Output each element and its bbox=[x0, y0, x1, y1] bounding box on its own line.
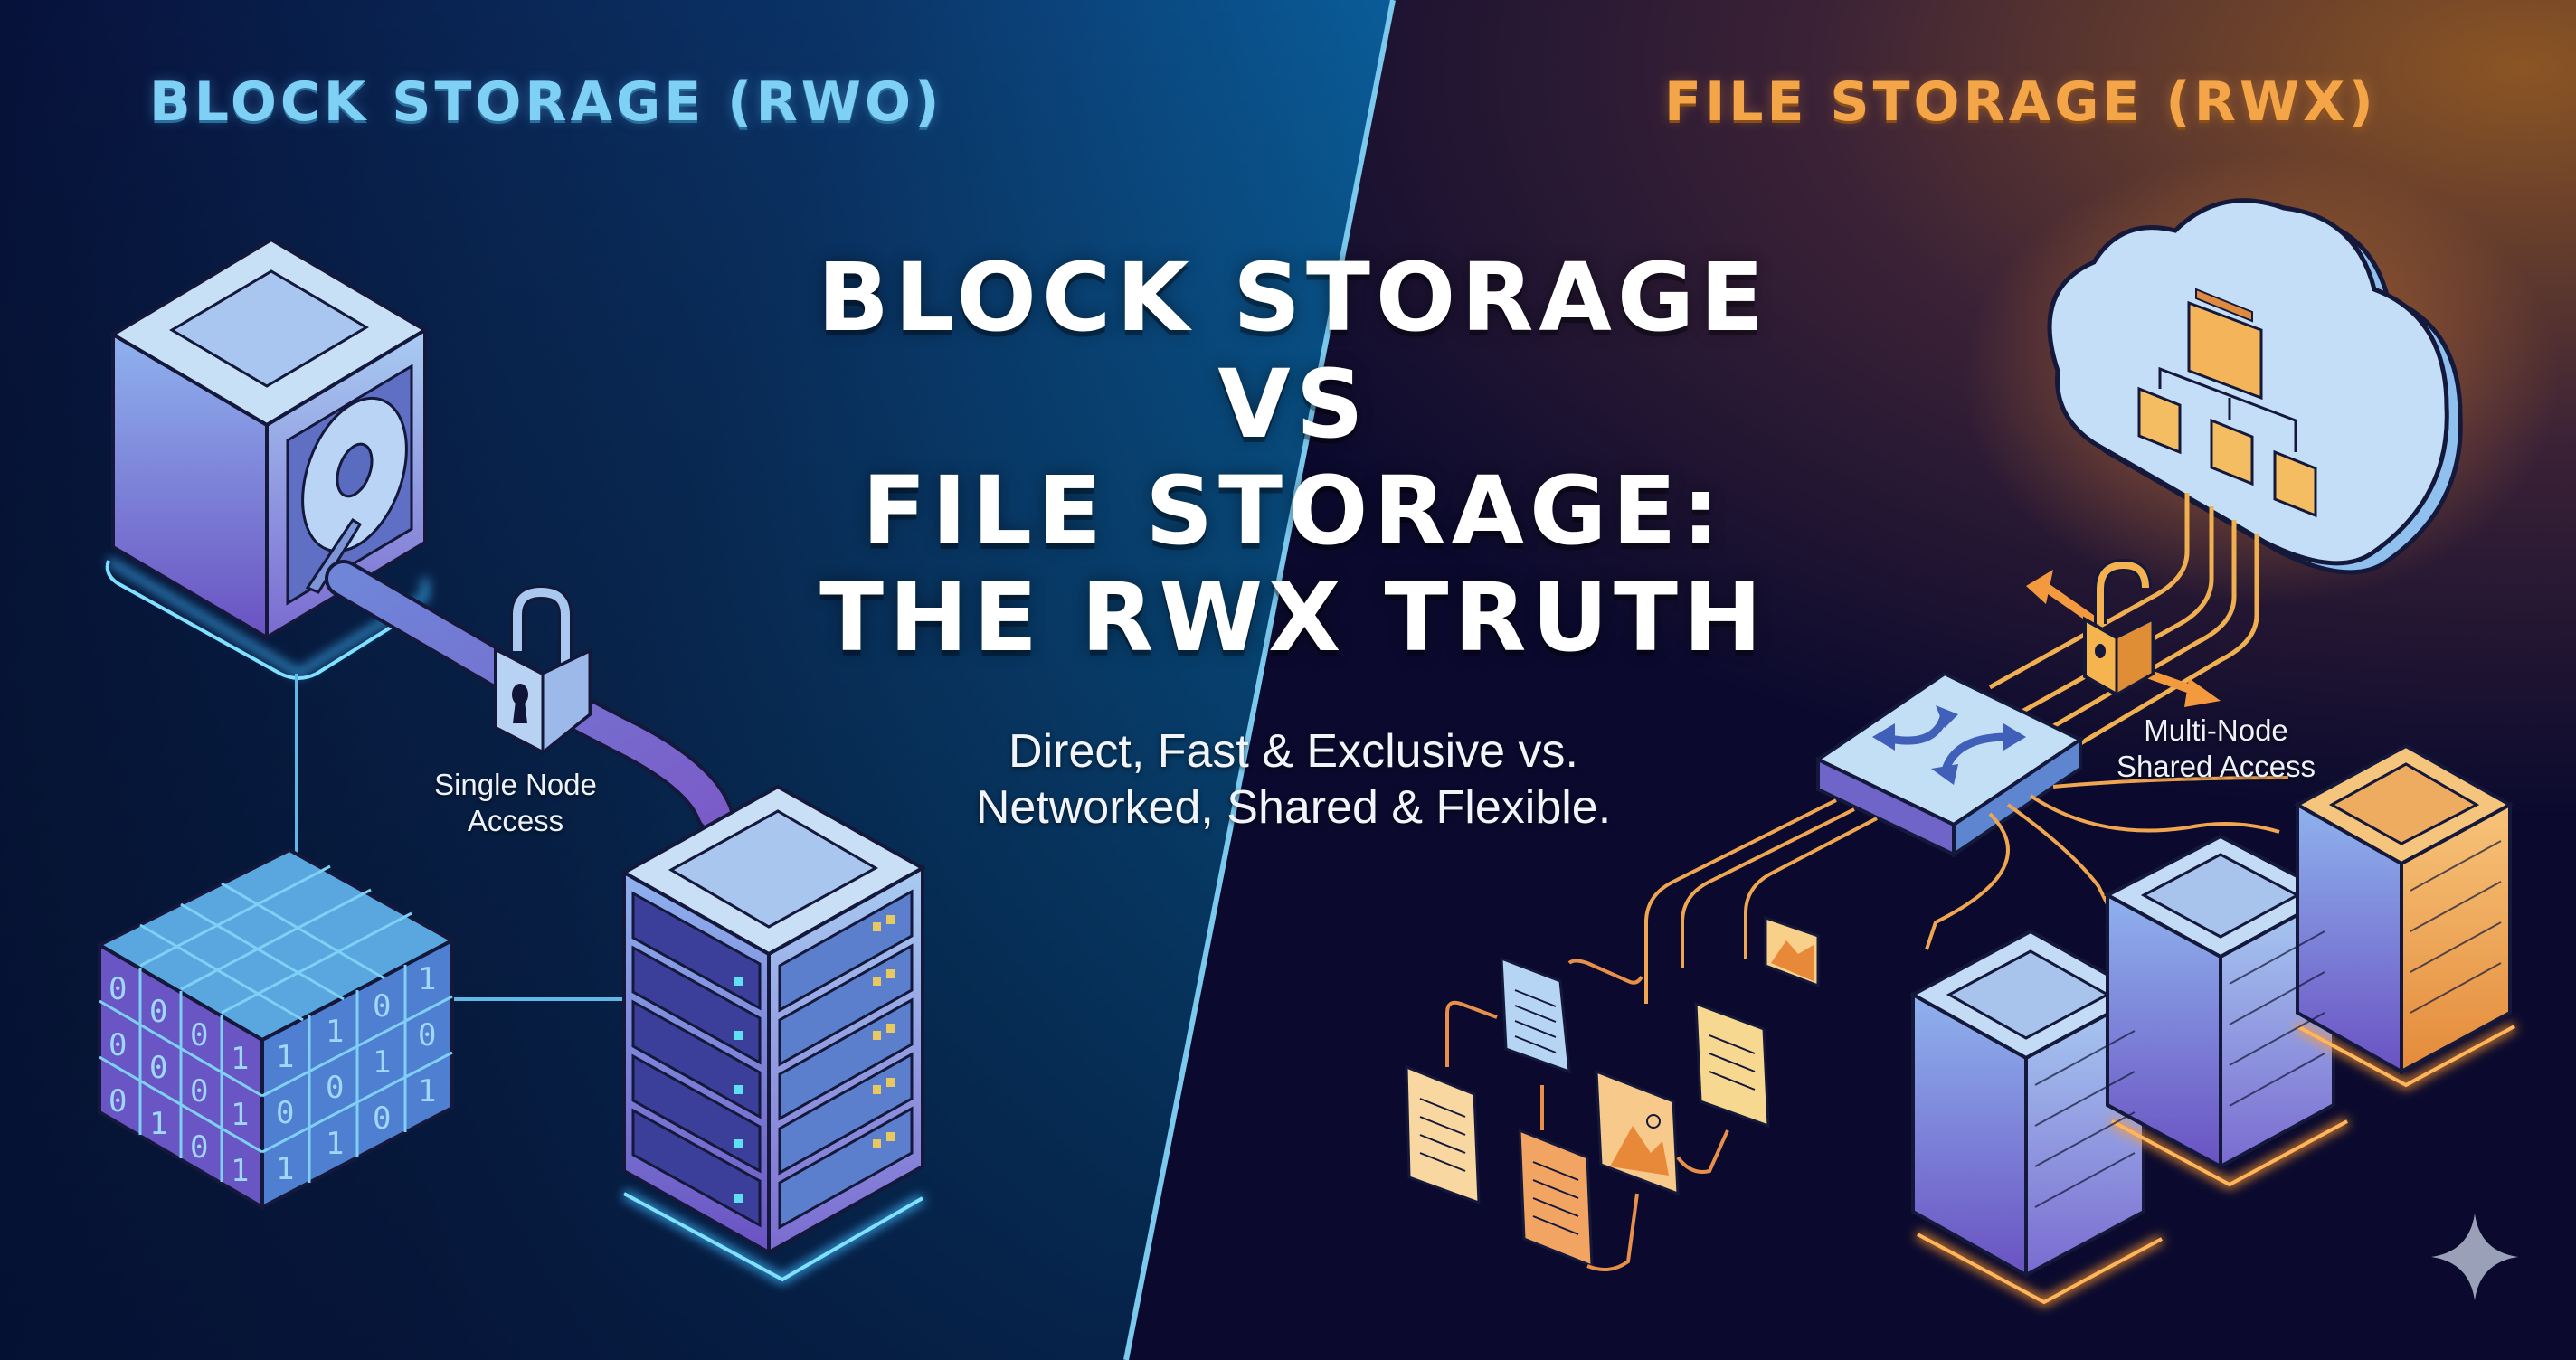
server-rack-orange-icon bbox=[2293, 743, 2516, 1090]
svg-text:1: 1 bbox=[418, 961, 436, 997]
svg-text:0: 0 bbox=[149, 994, 167, 1030]
caption-line-2: Access bbox=[467, 804, 564, 837]
padlock-closed-icon bbox=[494, 584, 592, 756]
svg-text:0: 0 bbox=[326, 1070, 344, 1106]
svg-text:0: 0 bbox=[190, 1073, 208, 1110]
svg-text:1: 1 bbox=[326, 1014, 344, 1050]
divider-line bbox=[1123, 0, 1396, 1360]
svg-text:0: 0 bbox=[109, 971, 127, 1007]
title-line-4: THE RWX TRUTH bbox=[819, 562, 1767, 673]
svg-text:1: 1 bbox=[418, 1073, 436, 1110]
svg-text:1: 1 bbox=[326, 1126, 344, 1162]
block-storage-heading: BLOCK STORAGE (RWO) bbox=[149, 71, 943, 134]
svg-text:0: 0 bbox=[418, 1017, 436, 1053]
multi-node-caption: Multi-Node Shared Access bbox=[2080, 713, 2352, 785]
svg-text:1: 1 bbox=[231, 1097, 249, 1133]
subtitle: Direct, Fast & Exclusive vs. Networked, … bbox=[868, 723, 1719, 836]
caption-line-1: Single Node bbox=[434, 768, 597, 801]
svg-text:0: 0 bbox=[190, 1017, 208, 1053]
svg-text:1: 1 bbox=[231, 1153, 249, 1189]
svg-text:1: 1 bbox=[231, 1041, 249, 1077]
subtitle-line-1: Direct, Fast & Exclusive vs. bbox=[1009, 725, 1578, 778]
network-switch-icon bbox=[1814, 671, 2085, 858]
main-title: BLOCK STORAGE VS FILE STORAGE: THE RWX T… bbox=[706, 244, 1881, 671]
svg-text:1: 1 bbox=[149, 1106, 167, 1142]
svg-text:0: 0 bbox=[149, 1050, 167, 1086]
file-storage-heading: FILE STORAGE (RWX) bbox=[1664, 71, 2377, 134]
server-rack-icon bbox=[620, 784, 927, 1284]
svg-text:0: 0 bbox=[373, 1100, 391, 1137]
caption-line-2: Shared Access bbox=[2116, 750, 2316, 783]
svg-text:1: 1 bbox=[276, 1151, 294, 1187]
svg-text:0: 0 bbox=[109, 1027, 127, 1063]
sparkle-icon bbox=[2431, 1214, 2518, 1300]
subtitle-line-2: Networked, Shared & Flexible. bbox=[975, 781, 1612, 834]
cloud-folder-icon bbox=[2047, 198, 2463, 575]
hard-drive-icon bbox=[109, 237, 429, 641]
padlock-open-icon bbox=[2026, 558, 2221, 707]
svg-text:1: 1 bbox=[276, 1039, 294, 1075]
single-node-caption: Single Node Access bbox=[402, 767, 629, 839]
title-line-2: VS bbox=[1217, 349, 1369, 459]
svg-text:0: 0 bbox=[373, 988, 391, 1025]
svg-text:0: 0 bbox=[190, 1129, 208, 1166]
svg-text:0: 0 bbox=[276, 1095, 294, 1131]
svg-text:0: 0 bbox=[109, 1083, 127, 1119]
svg-text:1: 1 bbox=[373, 1044, 391, 1081]
caption-line-1: Multi-Node bbox=[2144, 713, 2288, 747]
title-line-3: FILE STORAGE: bbox=[861, 456, 1726, 566]
title-line-1: BLOCK STORAGE bbox=[817, 242, 1770, 353]
